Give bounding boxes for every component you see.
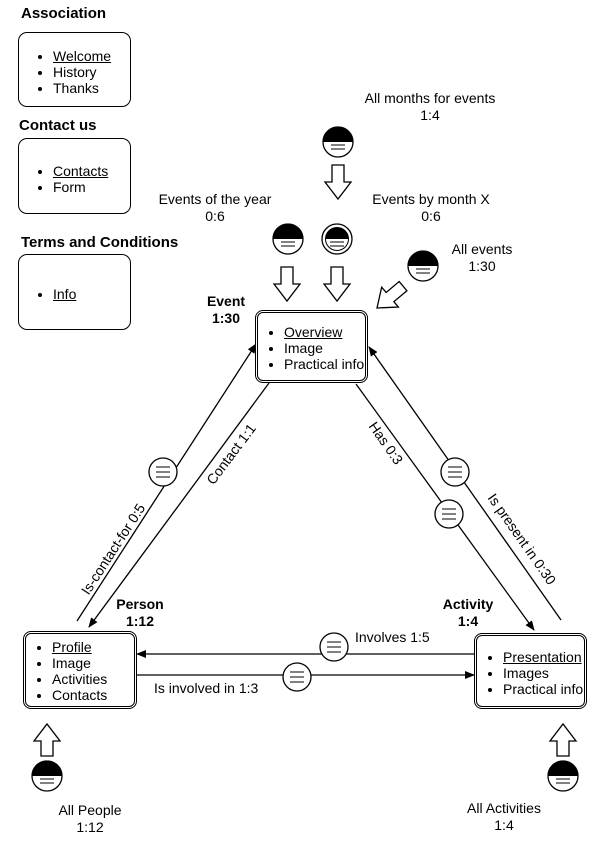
label-involves: Involves 1:5 [355,629,430,645]
activity-link-presentation[interactable]: Presentation [503,649,584,665]
index-icon-all-people[interactable] [31,760,63,792]
label-is-involved-in: Is involved in 1:3 [154,680,259,696]
contact-menu: Contacts Form [18,138,131,214]
menu-link-welcome[interactable]: Welcome [53,48,130,64]
menu-icon-is-present-in[interactable] [440,457,470,487]
person-node: Profile Image Activities Contacts [23,631,137,709]
arrow-up-all-activities [548,722,578,757]
menu-link-info[interactable]: Info [53,286,130,302]
event-node: Overview Image Practical info [255,310,368,383]
person-item-activities[interactable]: Activities [52,671,134,687]
arrow-down-events-month [322,266,352,303]
menu-item-thanks[interactable]: Thanks [53,80,130,96]
index-icon-events-year[interactable] [272,223,304,255]
menu-item-history[interactable]: History [53,64,130,80]
event-item-practical-info[interactable]: Practical info [284,356,365,372]
terms-menu: Info [18,254,131,330]
index-icon-all-activities[interactable] [547,760,579,792]
activity-item-images[interactable]: Images [503,665,584,681]
arrow-up-all-people [32,722,62,757]
menu-item-form[interactable]: Form [53,179,130,195]
activity-item-practical-info[interactable]: Practical info [503,681,584,697]
arrow-down-all-months [323,164,353,201]
index-icon-all-months[interactable] [322,126,354,158]
person-link-profile[interactable]: Profile [52,639,134,655]
person-item-image[interactable]: Image [52,655,134,671]
index-icon-events-month[interactable] [321,223,353,255]
association-menu: Welcome History Thanks [18,32,131,107]
menu-icon-is-involved-in[interactable] [282,662,312,692]
event-link-overview[interactable]: Overview [284,324,365,340]
menu-icon-involves[interactable] [319,632,349,662]
menu-icon-is-contact-for[interactable] [148,457,178,487]
arrow-diag-all-events [376,280,408,309]
menu-icon-has[interactable] [434,499,464,529]
association-title: Association [21,5,107,22]
terms-title: Terms and Conditions [21,234,179,251]
edge-contact [88,382,270,628]
activity-node: Presentation Images Practical info [474,633,587,709]
index-icon-all-events[interactable] [407,250,439,282]
arrow-down-events-year [272,266,302,303]
contact-title: Contact us [19,117,97,134]
edge-is-present-in [368,346,562,621]
event-item-image[interactable]: Image [284,340,365,356]
person-item-contacts[interactable]: Contacts [52,687,134,703]
menu-link-contacts[interactable]: Contacts [53,163,130,179]
